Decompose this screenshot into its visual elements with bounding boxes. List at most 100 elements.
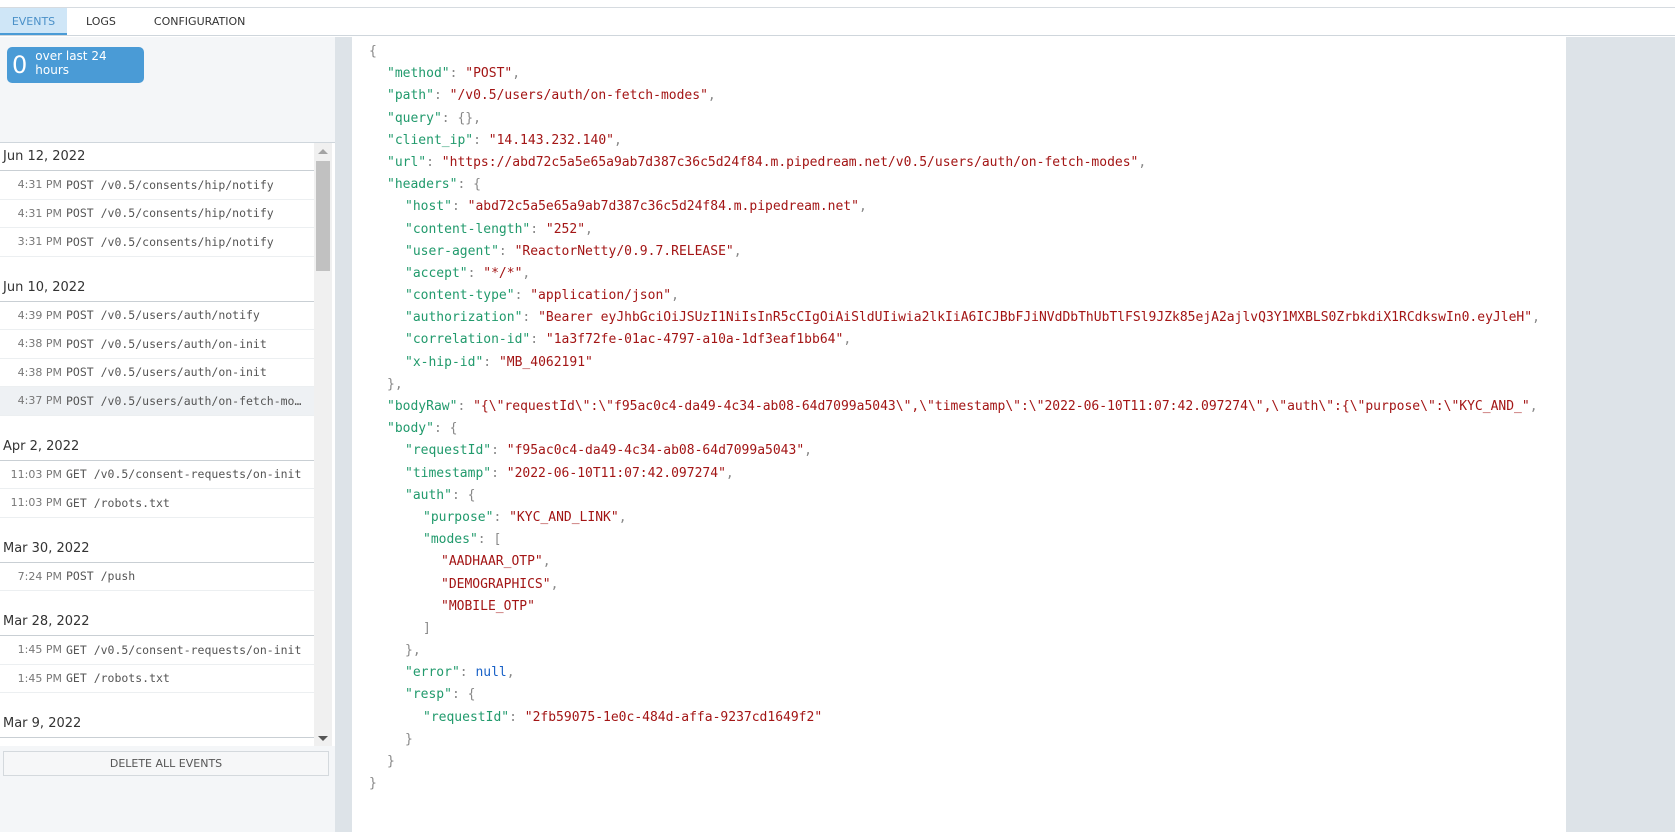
scroll-down-arrow-icon[interactable]	[318, 736, 328, 741]
json-punct: {	[467, 487, 476, 503]
json-punct: ,	[1532, 310, 1540, 326]
json-punct: :	[441, 110, 458, 126]
json-line: "host": "abd72c5a5e65a9ab7d387c36c5d24f8…	[352, 196, 1566, 218]
event-time: 11:03 PM	[10, 496, 62, 510]
json-punct: :	[491, 465, 507, 481]
json-string: "MOBILE_OTP"	[441, 598, 535, 614]
tab-events[interactable]: EVENTS	[0, 8, 67, 35]
json-punct: ,	[671, 288, 679, 304]
json-line: }	[352, 751, 1566, 773]
scrollbar-thumb[interactable]	[316, 161, 330, 271]
event-row[interactable]: 4:38 PM POST /v0.5/users/auth/on-init	[0, 358, 314, 387]
json-line: }	[352, 773, 1566, 795]
event-request: GET /robots.txt	[66, 671, 170, 686]
event-time: 4:31 PM	[17, 206, 62, 220]
event-request: GET /v0.5/consent-requests/on-init	[66, 642, 302, 657]
tab-logs[interactable]: LOGS	[86, 15, 116, 28]
event-time: 4:38 PM	[17, 337, 62, 351]
json-punct: :	[530, 332, 546, 348]
json-line: "resp": {	[352, 684, 1566, 706]
json-punct: :	[451, 687, 468, 703]
json-string: "DEMOGRAPHICS"	[441, 576, 551, 592]
event-time: 4:39 PM	[17, 308, 62, 322]
json-key: "requestId"	[423, 709, 510, 725]
json-punct: :	[426, 154, 442, 170]
group-spacer	[0, 415, 314, 433]
event-time: 4:38 PM	[17, 365, 62, 379]
json-punct: :	[477, 532, 494, 548]
json-string: "ReactorNetty/0.9.7.RELEASE"	[514, 243, 734, 259]
json-punct: ,	[522, 265, 531, 281]
event-count-badge: 0 over last 24 hours	[7, 47, 144, 83]
tab-bar: EVENTS LOGS CONFIGURATION	[0, 8, 1675, 36]
json-key: "x-hip-id"	[405, 354, 484, 370]
json-key: "accept"	[405, 265, 468, 281]
json-string: "{\"requestId\":\"f95ac0c4-da49-4c34-ab0…	[473, 399, 1530, 414]
json-string: "POST"	[465, 66, 513, 82]
json-line: "headers": {	[352, 174, 1566, 196]
json-line: "x-hip-id": "MB_4062191"	[352, 352, 1566, 374]
json-line: }	[352, 729, 1566, 751]
date-header: Jun 10, 2022	[0, 273, 314, 302]
json-key: "method"	[387, 66, 450, 82]
event-detail-json: {"method": "POST","path": "/v0.5/users/a…	[352, 37, 1566, 832]
json-line: "error": null,	[352, 662, 1566, 684]
event-time: 4:37 PM	[17, 394, 62, 408]
json-line: "auth": {	[352, 485, 1566, 507]
event-list-scrollbar[interactable]	[314, 143, 332, 746]
json-line: },	[352, 374, 1566, 396]
json-line: "content-length": "252",	[352, 219, 1566, 241]
json-punct: :	[509, 709, 525, 725]
json-key: "auth"	[405, 487, 452, 503]
panel-divider[interactable]	[335, 37, 352, 832]
tab-configuration[interactable]: CONFIGURATION	[153, 15, 246, 28]
json-line: "MOBILE_OTP"	[352, 596, 1566, 618]
json-punct: :	[498, 243, 515, 259]
scroll-up-arrow-icon[interactable]	[318, 149, 328, 154]
json-key: "content-type"	[405, 288, 515, 304]
event-request: POST /v0.5/users/auth/on-fetch-modes	[66, 745, 306, 746]
json-string: "KYC_AND_LINK"	[509, 509, 619, 525]
json-string: "1a3f72fe-01ac-4797-a10a-1df3eaf1bb64"	[545, 332, 844, 348]
json-key: "modes"	[423, 532, 478, 548]
json-key: "timestamp"	[405, 465, 492, 481]
json-line: "purpose": "KYC_AND_LINK",	[352, 507, 1566, 529]
json-punct: :	[473, 132, 489, 148]
json-string: "2022-06-10T11:07:42.097274"	[506, 465, 726, 481]
event-request: GET /v0.5/consent-requests/on-init	[66, 467, 302, 482]
json-punct: :	[433, 421, 450, 437]
json-punct: :	[457, 399, 474, 414]
json-line: "content-type": "application/json",	[352, 285, 1566, 307]
json-line: },	[352, 640, 1566, 662]
json-line: "body": {	[352, 418, 1566, 440]
json-line: "AADHAAR_OTP",	[352, 551, 1566, 573]
json-string: "*/*"	[483, 265, 523, 281]
json-punct: :	[451, 199, 468, 215]
json-line: "timestamp": "2022-06-10T11:07:42.097274…	[352, 463, 1566, 485]
json-punct: ,	[550, 576, 559, 592]
delete-all-events-button[interactable]: DELETE ALL EVENTS	[3, 751, 329, 776]
json-punct: ,	[858, 199, 867, 215]
event-request: POST /v0.5/users/auth/on-init	[66, 365, 267, 380]
json-line: "user-agent": "ReactorNetty/0.9.7.RELEAS…	[352, 241, 1566, 263]
json-punct: [	[493, 532, 502, 548]
json-punct: }	[405, 643, 413, 659]
json-punct: ,	[707, 88, 716, 104]
json-line: "modes": [	[352, 529, 1566, 551]
json-string: "252"	[545, 221, 586, 237]
group-spacer	[0, 256, 314, 274]
